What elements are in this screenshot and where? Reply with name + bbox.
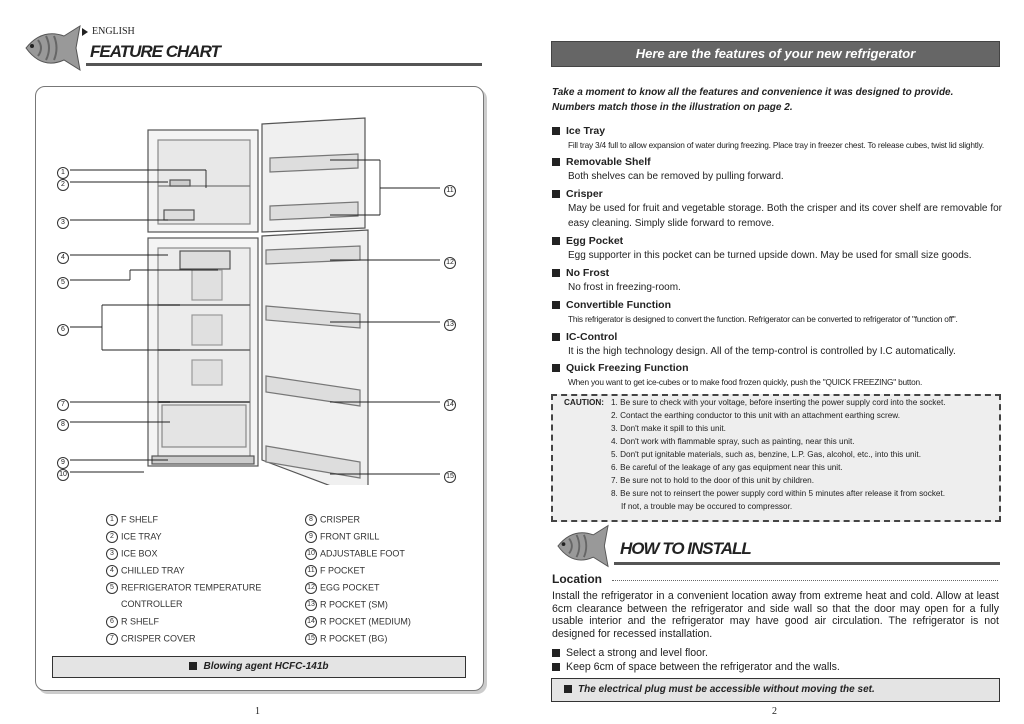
- callout-5: 5: [57, 274, 72, 292]
- bullet-item: Select a strong and level floor.: [552, 647, 708, 659]
- callout-10: 10: [57, 466, 72, 484]
- callout-2: 2: [57, 176, 72, 194]
- triangle-icon: [82, 27, 88, 36]
- bullet-item: Keep 6cm of space between the refrigerat…: [552, 661, 840, 673]
- caution-item: 1. Be sure to check with your voltage, b…: [611, 398, 946, 407]
- refrigerator-illustration: [70, 117, 440, 485]
- fish-logo-icon: [557, 524, 609, 568]
- callout-8: 8: [57, 416, 72, 434]
- page-title: FEATURE CHART: [90, 42, 221, 61]
- location-paragraph: Install the refrigerator in a convenient…: [552, 590, 999, 640]
- caution-item: 7. Be sure not to hold to the door of th…: [611, 476, 814, 485]
- square-bullet-icon: [552, 333, 560, 342]
- square-bullet-icon: [564, 685, 572, 694]
- callout-15: 15: [444, 468, 459, 486]
- fish-logo-icon: [25, 24, 81, 72]
- caution-box: [551, 394, 1001, 522]
- callout-7: 7: [57, 396, 72, 414]
- legend-item: CONTROLLER: [121, 599, 183, 609]
- figure-frame: [35, 86, 484, 691]
- callout-9: 9: [57, 454, 72, 472]
- subsection-title: Location: [552, 572, 602, 586]
- language-label: ENGLISH: [82, 26, 135, 37]
- caution-item: 6. Be careful of the leakage of any gas …: [611, 463, 843, 472]
- callout-4: 4: [57, 249, 72, 267]
- plug-note: The electrical plug must be accessible w…: [551, 678, 1000, 702]
- callout-11: 11: [444, 182, 459, 200]
- page-number: 1: [255, 706, 260, 717]
- square-bullet-icon: [552, 158, 560, 167]
- square-bullet-icon: [552, 237, 560, 246]
- callout-6: 6: [57, 321, 72, 339]
- callout-1: 1: [57, 164, 72, 182]
- callout-12: 12: [444, 254, 459, 272]
- square-bullet-icon: [552, 364, 560, 373]
- caution-item: 4. Don't work with flammable spray, such…: [611, 437, 855, 446]
- caution-item: If not, a trouble may be occured to comp…: [621, 502, 793, 511]
- title-rule: [614, 562, 1000, 565]
- callout-13: 13: [444, 316, 459, 334]
- intro-text: Take a moment to know all the features a…: [552, 87, 954, 113]
- caution-label: CAUTION:: [564, 398, 605, 407]
- caution-item: 2. Contact the earthing conductor to thi…: [611, 411, 901, 420]
- square-bullet-icon: [552, 301, 560, 310]
- caution-item: 5. Don't put ignitable materials, such a…: [611, 450, 921, 459]
- square-bullet-icon: [552, 649, 560, 658]
- section-title: HOW TO INSTALL: [620, 539, 752, 558]
- blowing-agent-note: Blowing agent HCFC-141b: [52, 656, 466, 678]
- callout-14: 14: [444, 396, 459, 414]
- caution-item: 3. Don't make it spill to this unit.: [611, 424, 726, 433]
- section-banner: Here are the features of your new refrig…: [551, 41, 1000, 67]
- caution-item: 8. Be sure not to reinsert the power sup…: [611, 489, 946, 498]
- page-number: 2: [772, 706, 777, 717]
- square-bullet-icon: [552, 190, 560, 199]
- square-bullet-icon: [552, 269, 560, 278]
- square-bullet-icon: [552, 663, 560, 672]
- square-bullet-icon: [189, 662, 198, 671]
- square-bullet-icon: [552, 127, 560, 136]
- dotted-rule: [612, 580, 998, 581]
- title-rule: [86, 63, 482, 66]
- callout-3: 3: [57, 214, 72, 232]
